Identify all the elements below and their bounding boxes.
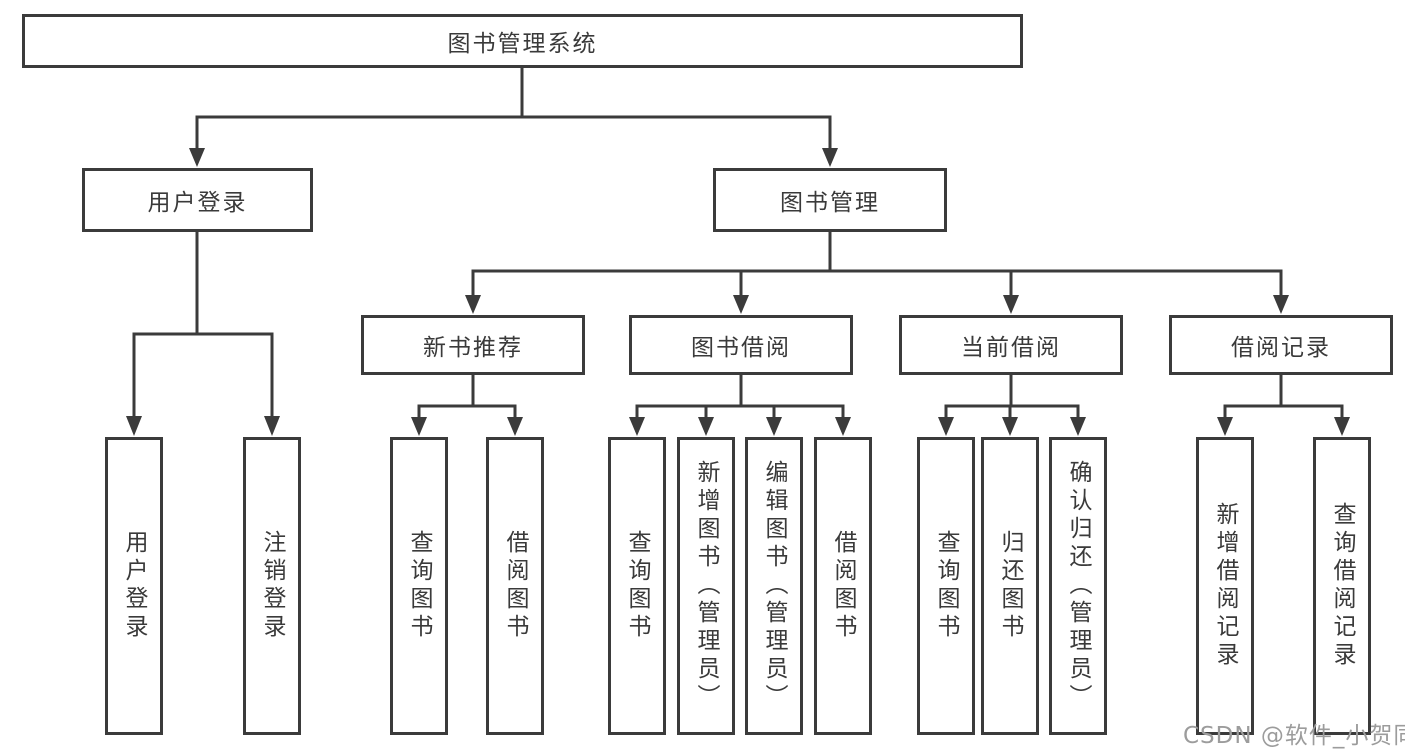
leaf-label: 查询图书	[624, 530, 650, 642]
leaf-logout: 注销登录	[243, 437, 301, 735]
watermark: CSDN @软件_小贺同学	[1183, 723, 1405, 749]
leaf-label: 借阅图书	[830, 530, 856, 642]
arrowhead-icon	[766, 417, 782, 436]
arrowhead-icon	[1273, 295, 1289, 314]
node-borrow-record: 借阅记录	[1169, 315, 1393, 375]
leaf-borrow-book: 借阅图书	[814, 437, 872, 735]
leaf-label: 注销登录	[259, 530, 285, 642]
leaf-label: 新增图书（管理员）	[693, 460, 719, 712]
leaf-label: 查询图书	[933, 530, 959, 642]
arrowhead-icon	[1334, 417, 1350, 436]
leaf-query-borrow-record: 查询借阅记录	[1313, 437, 1371, 735]
leaf-return-book: 归还图书	[981, 437, 1039, 735]
node-new-book-recommend: 新书推荐	[361, 315, 585, 375]
arrowhead-icon	[507, 417, 523, 436]
leaf-edit-book-admin: 编辑图书（管理员）	[745, 437, 803, 735]
node-book-management: 图书管理	[713, 168, 947, 232]
leaf-add-book-admin: 新增图书（管理员）	[677, 437, 735, 735]
leaf-label: 归还图书	[997, 530, 1023, 642]
arrowhead-icon	[411, 417, 427, 436]
leaf-query-book: 查询图书	[917, 437, 975, 735]
leaf-borrow-book: 借阅图书	[486, 437, 544, 735]
arrowhead-icon	[822, 148, 838, 167]
leaf-label: 查询图书	[406, 530, 432, 642]
arrowhead-icon	[1217, 417, 1233, 436]
leaf-confirm-return-admin: 确认归还（管理员）	[1049, 437, 1107, 735]
leaf-label: 借阅图书	[502, 530, 528, 642]
arrowhead-icon	[126, 416, 142, 436]
node-root-system: 图书管理系统	[22, 14, 1023, 68]
leaf-label: 编辑图书（管理员）	[761, 460, 787, 712]
arrowhead-icon	[698, 417, 714, 436]
arrowhead-icon	[938, 417, 954, 436]
arrowhead-icon	[189, 148, 205, 167]
arrowhead-icon	[629, 417, 645, 436]
arrowhead-icon	[465, 295, 481, 314]
leaf-query-book: 查询图书	[390, 437, 448, 735]
leaf-add-borrow-record: 新增借阅记录	[1196, 437, 1254, 735]
leaf-label: 查询借阅记录	[1329, 502, 1355, 670]
leaf-label: 用户登录	[121, 530, 147, 642]
leaf-label: 新增借阅记录	[1212, 502, 1238, 670]
leaf-user-login: 用户登录	[105, 437, 163, 735]
leaf-label: 确认归还（管理员）	[1065, 460, 1091, 712]
arrowhead-icon	[835, 417, 851, 436]
arrowhead-icon	[733, 295, 749, 314]
arrowhead-icon	[1002, 417, 1018, 436]
node-user-login: 用户登录	[82, 168, 313, 232]
node-current-borrow: 当前借阅	[899, 315, 1123, 375]
leaf-query-book: 查询图书	[608, 437, 666, 735]
arrowhead-icon	[1003, 295, 1019, 314]
node-book-borrow: 图书借阅	[629, 315, 853, 375]
arrowhead-icon	[264, 416, 280, 436]
arrowhead-icon	[1070, 417, 1086, 436]
